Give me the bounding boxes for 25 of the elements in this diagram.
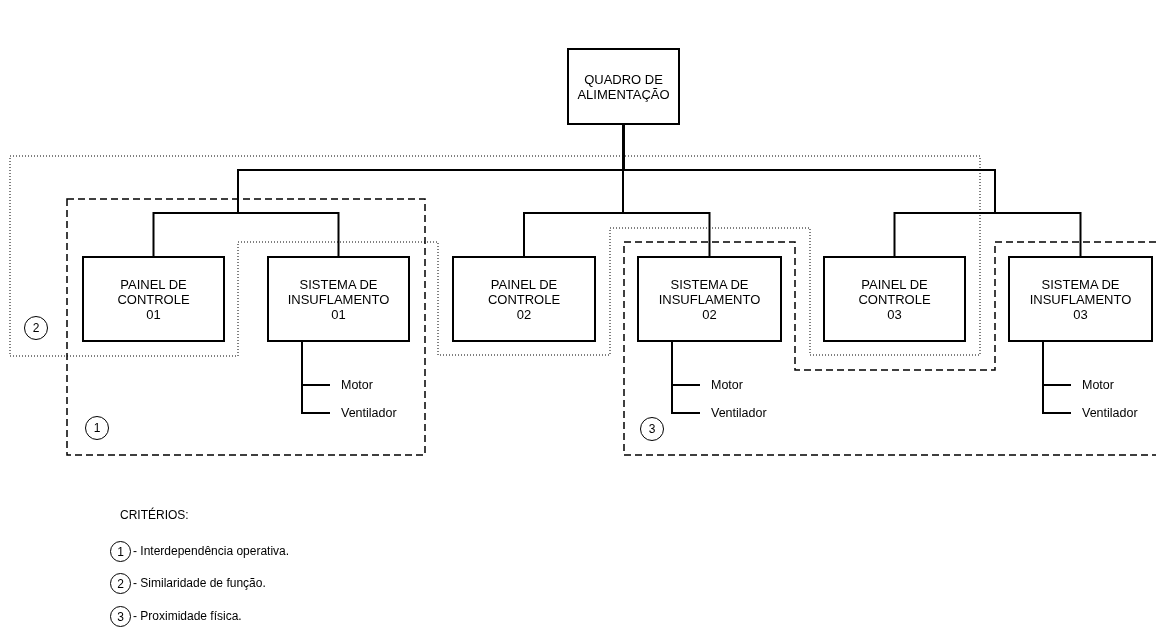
criterion-number: 1 [110, 541, 131, 562]
equipment-box: SISTEMA DE INSUFLAMENTO 03 [1008, 256, 1153, 342]
connector-line [671, 341, 701, 414]
component-label: Ventilador [341, 406, 397, 420]
equipment-box: PAINEL DE CONTROLE 02 [452, 256, 596, 342]
equipment-box: QUADRO DE ALIMENTAÇÃO [567, 48, 680, 125]
connector-line [301, 341, 331, 414]
criterion-text: - Proximidade física. [133, 609, 242, 623]
equipment-box: SISTEMA DE INSUFLAMENTO 01 [267, 256, 410, 342]
connector-line [1042, 341, 1072, 414]
component-label: Motor [1082, 378, 1114, 392]
equipment-box: SISTEMA DE INSUFLAMENTO 02 [637, 256, 782, 342]
legend-heading: CRITÉRIOS: [120, 508, 189, 522]
component-label: Ventilador [1082, 406, 1138, 420]
criterion-number: 3 [110, 606, 131, 627]
criterion-text: - Interdependência operativa. [133, 544, 290, 558]
component-label: Ventilador [711, 406, 767, 420]
equipment-box: PAINEL DE CONTROLE 01 [82, 256, 225, 342]
criterion-number: 2 [110, 573, 131, 594]
equipment-box: PAINEL DE CONTROLE 03 [823, 256, 966, 342]
criterion-number: 2 [24, 316, 48, 340]
criterion-number: 1 [85, 416, 109, 440]
component-label: Motor [711, 378, 743, 392]
criterion-number: 3 [640, 417, 664, 441]
component-label: Motor [341, 378, 373, 392]
